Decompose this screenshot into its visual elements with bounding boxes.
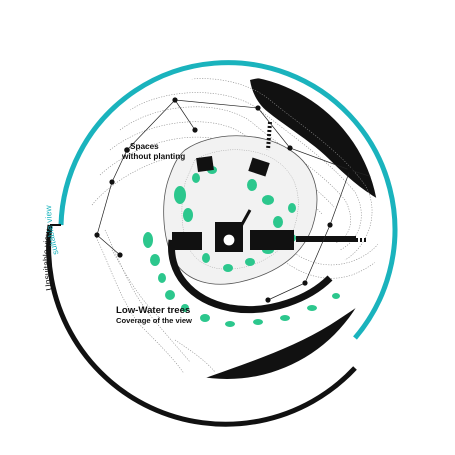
viewpoint-node — [265, 297, 271, 303]
annotation-trees: Low-Water trees Coverage of the view — [116, 305, 192, 325]
site-plan — [75, 75, 379, 379]
viewpoint-node — [255, 105, 261, 111]
viewpoint-node — [302, 280, 308, 286]
viewpoint-node — [287, 145, 293, 151]
viewpoint-node — [172, 97, 178, 103]
viewpoint-node — [109, 179, 115, 185]
unsuitable-view-arc — [46, 224, 357, 427]
annotation-spaces-line2: without planting — [121, 152, 185, 161]
viewpoint-node — [347, 167, 353, 173]
building-north-left — [196, 155, 214, 173]
building-east-block — [250, 230, 294, 250]
building-north-right — [248, 157, 270, 177]
water-body-south — [200, 290, 379, 379]
viewpoint-node — [327, 222, 333, 228]
annotation-spaces: Spaces without planting — [121, 142, 185, 161]
boardwalk-north — [266, 121, 272, 151]
unsuitable-view-label: Unsuitable view — [41, 228, 54, 291]
viewpoint-nodes — [94, 97, 353, 303]
annotation-marker-spaces — [124, 147, 130, 153]
view-ring: suitable view Unsuitable view — [41, 60, 398, 427]
viewpoint-node — [192, 127, 198, 133]
viewpoint-node — [94, 232, 100, 238]
promenade-arc — [168, 239, 333, 314]
building-west-block — [172, 232, 202, 250]
viewpoint-network — [96, 99, 379, 301]
annotation-trees-line2: Coverage of the view — [116, 316, 192, 325]
annotation-trees-line1: Low-Water trees — [116, 305, 190, 316]
central-plaza — [222, 233, 236, 247]
suitable-view-arc — [58, 60, 398, 340]
annotation-spaces-line1: Spaces — [130, 142, 159, 151]
bridge-north — [238, 209, 252, 229]
viewpoint-node — [117, 252, 123, 258]
